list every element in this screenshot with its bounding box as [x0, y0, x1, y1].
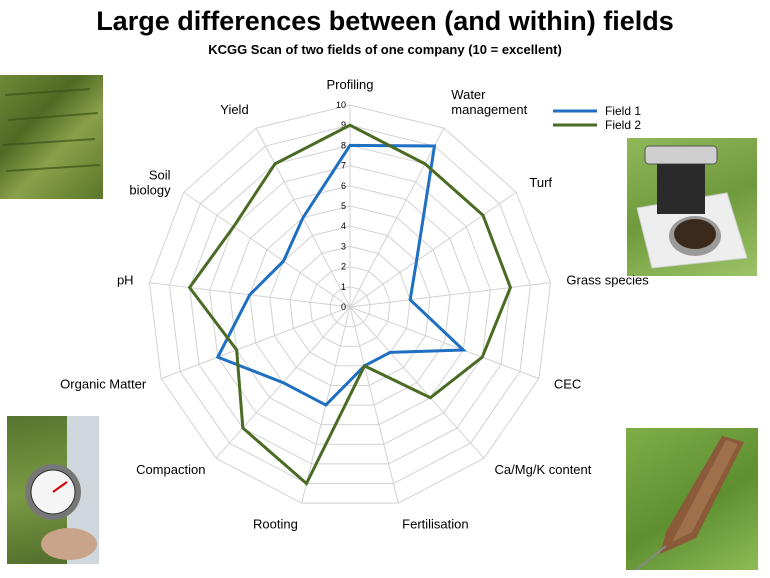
tick-label: 10	[336, 100, 346, 110]
axis-label-3: Grass species	[566, 273, 649, 288]
radar-spoke	[349, 306, 399, 504]
tick-label: 9	[341, 120, 346, 130]
page-subtitle: KCGG Scan of two fields of one company (…	[208, 42, 562, 57]
axis-label-4: CEC	[554, 376, 581, 391]
series-line-2	[187, 123, 513, 486]
radar-spoke	[349, 127, 445, 308]
radar-grid-ring	[289, 245, 411, 367]
tick-label: 7	[341, 161, 346, 171]
axis-label-6: Fertilisation	[402, 517, 468, 532]
radar-grid-ring	[148, 104, 552, 504]
grass-field-illustration	[1, 88, 101, 172]
soil-core-illustration	[635, 436, 744, 570]
radar-spoke	[349, 306, 540, 380]
tick-label: 0	[341, 302, 346, 312]
tick-label: 4	[341, 221, 346, 231]
tick-label: 1	[341, 282, 346, 292]
radar-grid-ring	[229, 185, 471, 426]
radar-grid-ring	[169, 124, 531, 485]
radar-grid-ring	[269, 225, 431, 386]
tick-label: 8	[341, 140, 346, 150]
page-title: Large differences between (and within) f…	[96, 6, 674, 36]
penetrometer-illustration	[25, 416, 99, 564]
radar-spoke	[160, 306, 351, 380]
radar-grid-ring	[209, 165, 491, 445]
soil-core-sample-photo	[626, 428, 758, 570]
tick-label: 5	[341, 201, 346, 211]
axis-label-7: Rooting	[253, 517, 298, 532]
grass-field-photo	[0, 75, 103, 199]
tick-label: 6	[341, 181, 346, 191]
axis-label-0: Profiling	[327, 77, 374, 92]
tick-label: 2	[341, 262, 346, 272]
penetrometer-gauge-photo	[7, 416, 99, 564]
axis-label-8: Compaction	[136, 462, 205, 477]
axis-label-10: pH	[117, 273, 134, 288]
tick-label: 3	[341, 241, 346, 251]
axis-label-12: Yield	[220, 102, 248, 117]
axis-label-2: Turf	[529, 175, 552, 190]
legend-label-2: Field 2	[605, 118, 641, 132]
radar-grid-ring	[329, 286, 371, 328]
soil-scanner-photo	[627, 138, 757, 276]
radar-grid-ring	[309, 266, 391, 347]
axis-label-9: Organic Matter	[60, 376, 147, 391]
radar-spoke	[349, 282, 551, 308]
soil-scanner-illustration	[636, 145, 748, 269]
series-line-1	[215, 143, 467, 407]
radar-spoke	[349, 191, 517, 308]
radar-grid-ring	[249, 205, 451, 406]
axis-label-5: Ca/Mg/K content	[495, 462, 592, 477]
radar-spoke	[349, 306, 485, 459]
legend-label-1: Field 1	[605, 104, 641, 118]
radar-spoke	[183, 191, 351, 308]
